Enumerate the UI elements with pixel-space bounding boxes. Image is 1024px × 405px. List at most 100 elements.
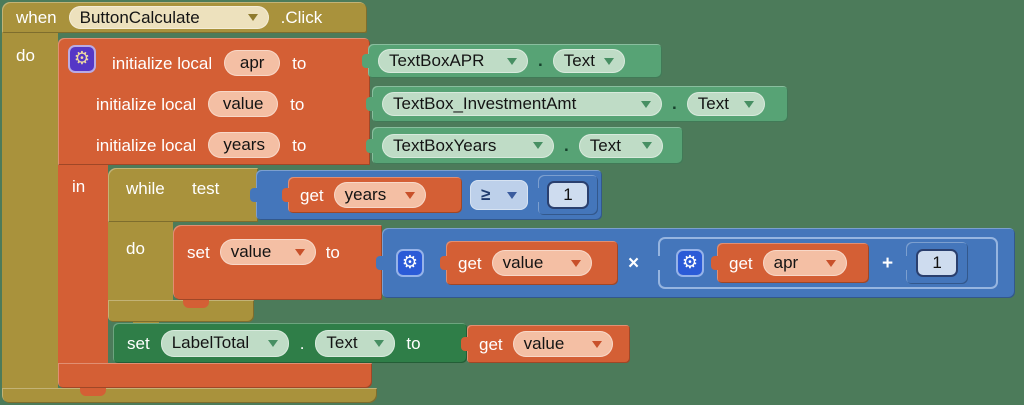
while-block-header[interactable] [108,168,258,222]
when-do-label: do [16,46,35,65]
operator-label: ≥ [481,185,491,204]
get-value-block-bottom[interactable]: get value [467,325,630,363]
to-label: to [325,242,340,262]
comparison-operator-dropdown[interactable]: ≥ [470,180,528,210]
set-value-row: set value to [187,233,340,271]
when-block-spine[interactable] [2,31,58,388]
dropdown-arrow-icon [404,191,415,199]
get-label: get [479,334,503,354]
get-label: get [729,253,753,273]
variable-label: years [344,185,387,204]
local-name-field[interactable]: value [208,91,279,117]
when-block-header[interactable]: when ButtonCalculate .Click [2,2,367,33]
property-dropdown[interactable]: Text [686,92,765,116]
to-label: to [290,94,305,114]
number-block[interactable]: 1 [538,175,598,215]
init-locals-spine[interactable] [58,165,108,363]
event-component-dropdown[interactable]: ButtonCalculate [68,6,269,29]
set-value-next-tab [183,300,209,308]
dropdown-arrow-icon [743,100,754,108]
init-local-row-apr: initialize local apr to [112,44,306,82]
component-label: TextBox_InvestmentAmt [393,94,577,113]
number-block[interactable]: 1 [906,242,969,284]
init-label: initialize local [112,53,213,73]
dropdown-arrow-icon [533,142,543,149]
variable-label: value [502,253,544,272]
dropdown-arrow-icon [507,191,517,199]
local-name-text: value [222,94,264,113]
getter-textbox-investmentamt-text[interactable]: TextBox_InvestmentAmt . Text [372,86,788,122]
set-value-block[interactable]: set value to [173,225,382,300]
component-label: LabelTotal [171,333,250,352]
number-value: 1 [563,185,573,204]
property-label: Text [326,333,358,352]
init-label: initialize local [96,94,197,114]
init-local-row-years: initialize local years to [96,125,306,165]
while-block-bottom[interactable] [108,300,254,322]
set-label: set [187,242,210,262]
component-dropdown[interactable]: TextBoxAPR [378,49,528,73]
when-block-bottom[interactable] [2,388,377,403]
multiply-block[interactable]: ⚙ get value × ⚙ get apr + 1 [382,228,1015,298]
component-dropdown[interactable]: TextBoxYears [382,133,554,158]
init-local-row-value: initialize local value to [96,84,304,124]
variable-dropdown[interactable]: value [219,239,316,265]
property-label: Text [563,51,595,70]
component-dropdown[interactable]: LabelTotal [160,329,289,357]
init-locals-next-tab [80,388,106,396]
number-field[interactable]: 1 [916,249,959,277]
dropdown-arrow-icon [603,57,614,65]
component-dropdown[interactable]: TextBox_InvestmentAmt [382,92,662,116]
local-name-field[interactable]: apr [224,50,281,76]
get-label: get [300,185,324,205]
dropdown-arrow-icon [641,100,651,108]
mutator-gear-icon[interactable]: ⚙ [68,45,96,73]
number-field[interactable]: 1 [547,181,589,209]
plus-block[interactable]: ⚙ get apr + 1 [658,237,998,289]
dropdown-arrow-icon [247,14,258,21]
variable-label: apr [773,253,799,272]
init-label: initialize local [96,135,197,155]
dot-label: . [672,94,677,113]
when-keyword: when [16,8,57,27]
init-locals-bottom[interactable] [58,363,372,388]
property-dropdown[interactable]: Text [315,329,396,357]
dropdown-arrow-icon [374,339,385,347]
get-apr-block[interactable]: get apr [717,243,869,283]
get-years-block[interactable]: get years [288,177,462,213]
getter-textboxyears-text[interactable]: TextBoxYears . Text [372,127,683,164]
to-label: to [292,135,307,155]
get-label: get [458,253,482,273]
set-labeltotal-text-block[interactable]: set LabelTotal . Text to [113,323,467,363]
component-label: TextBoxYears [393,135,497,155]
compare-gte-block[interactable]: get years ≥ 1 [256,170,602,220]
component-label: TextBoxAPR [389,51,485,70]
variable-dropdown[interactable]: value [491,250,592,276]
dropdown-arrow-icon [294,248,305,256]
dot-label: . [564,135,569,155]
dropdown-arrow-icon [591,340,602,348]
local-name-field[interactable]: years [208,132,281,158]
mutator-gear-icon[interactable]: ⚙ [676,249,704,277]
init-in-label: in [72,177,86,196]
number-value: 1 [932,253,942,272]
property-dropdown[interactable]: Text [578,133,663,158]
property-dropdown[interactable]: Text [552,49,625,73]
variable-dropdown[interactable]: years [333,182,426,208]
get-value-block[interactable]: get value [446,241,618,285]
variable-dropdown[interactable]: apr [762,250,847,276]
dropdown-arrow-icon [641,142,652,149]
variable-dropdown[interactable]: value [512,331,613,357]
dropdown-arrow-icon [507,57,517,65]
to-label: to [406,333,421,353]
getter-textboxapr-text[interactable]: TextBoxAPR . Text [368,44,662,78]
property-label: Text [697,94,729,113]
while-block-spine[interactable] [108,222,173,300]
mutator-gear-icon[interactable]: ⚙ [396,249,424,277]
dropdown-arrow-icon [825,259,836,267]
dropdown-arrow-icon [570,259,581,267]
local-name-text: apr [239,53,265,72]
dot-label: . [538,51,543,70]
variable-label: value [523,334,565,353]
